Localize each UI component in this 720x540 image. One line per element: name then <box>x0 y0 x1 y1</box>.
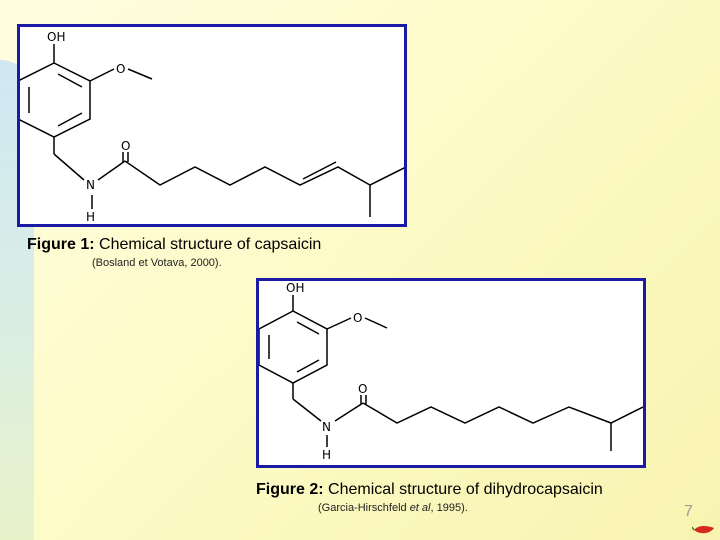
figure-2-caption: Figure 2: Chemical structure of dihydroc… <box>256 481 603 499</box>
figure-2-title: Chemical structure of dihydrocapsaicin <box>328 481 603 498</box>
dihydrocapsaicin-structure: OH O O N H <box>259 281 643 462</box>
capsaicin-structure: OH O O N H <box>20 30 404 224</box>
figure-2-image-frame: OH O O N H <box>256 278 646 468</box>
chili-pepper-icon <box>692 525 714 534</box>
atom-o-methoxy-label: O <box>116 62 125 76</box>
figure-2-source: (Garcia-Hirschfeld et al, 1995). <box>318 502 468 514</box>
figure-1-title: Chemical structure of capsaicin <box>99 236 322 253</box>
figure-2-source-italic: et al <box>409 502 431 514</box>
figure-1-image-frame: OH O O N H <box>17 24 407 227</box>
atom-oh-label: OH <box>286 281 304 295</box>
atom-n-label: N <box>86 178 95 192</box>
atom-o-carbonyl-label: O <box>121 139 130 153</box>
figure-1-caption: Figure 1: Chemical structure of capsaici… <box>27 236 321 254</box>
page-number: 7 <box>684 503 693 520</box>
atom-o-methoxy-label: O <box>353 311 362 325</box>
atom-oh-label: OH <box>47 30 65 44</box>
ring-bonds <box>20 62 91 138</box>
figure-2-source-prefix: (Garcia-Hirschfeld <box>318 502 410 514</box>
figure-1-source: (Bosland et Votava, 2000). <box>92 257 222 269</box>
figure-2-label: Figure 2: <box>256 481 324 498</box>
atom-n-label: N <box>322 420 331 434</box>
figure-2-source-suffix: , 1995). <box>430 502 468 514</box>
atom-o-carbonyl-label: O <box>358 382 367 396</box>
figure-1-label: Figure 1: <box>27 236 95 253</box>
atom-h-label: H <box>322 448 331 462</box>
atom-h-label: H <box>86 210 95 224</box>
